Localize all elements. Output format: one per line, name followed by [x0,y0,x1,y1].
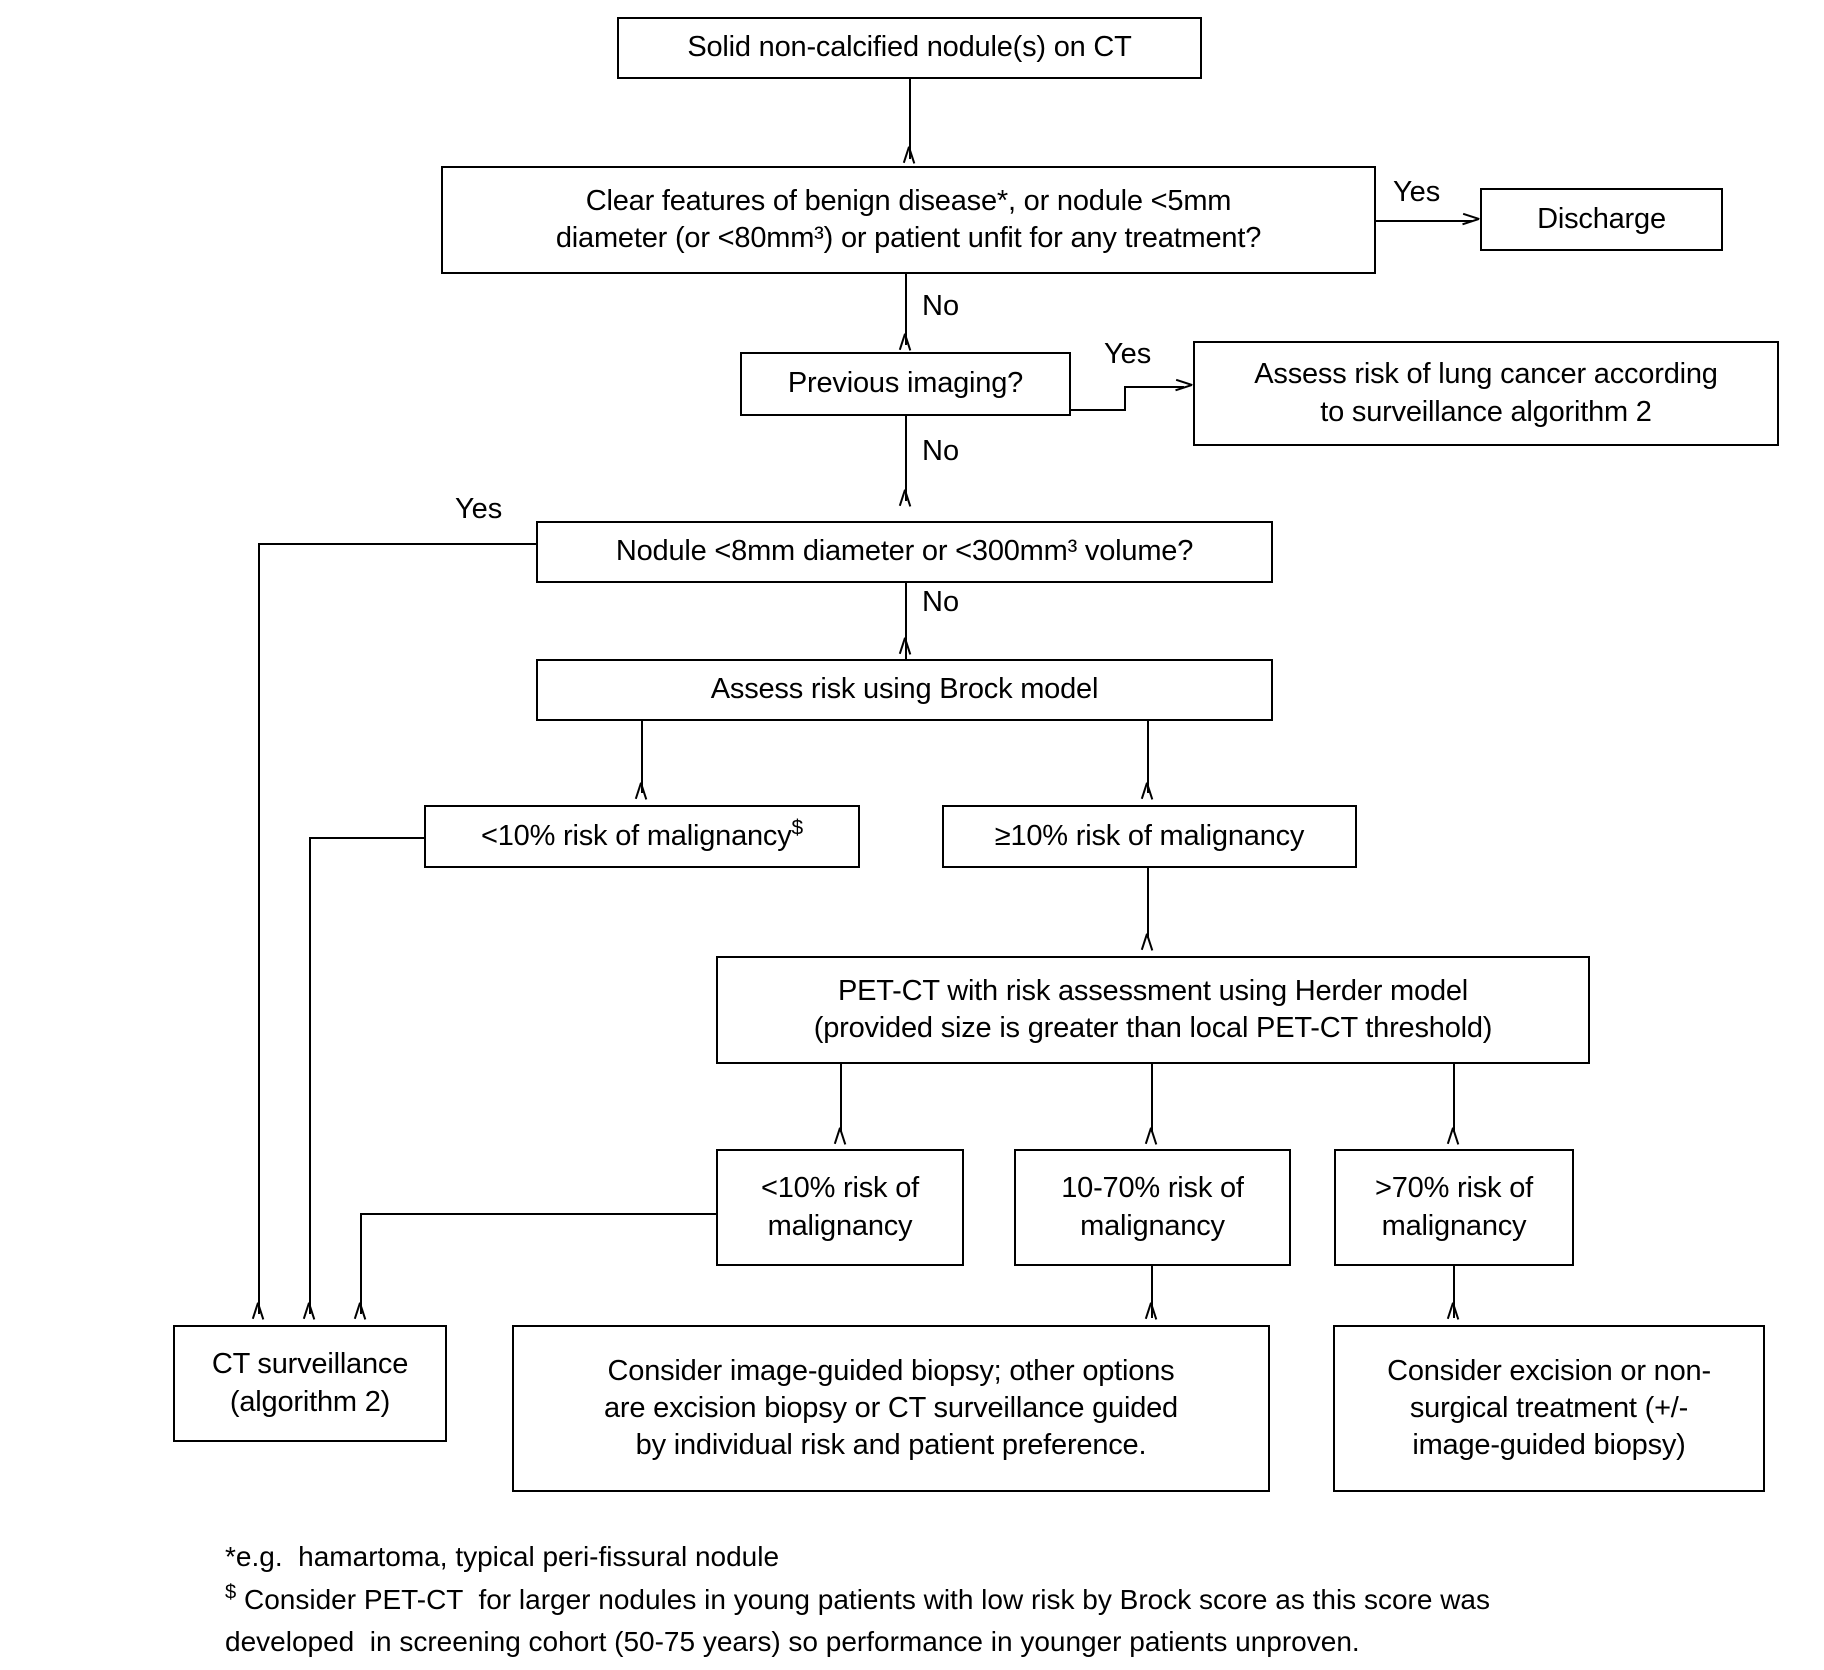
node-ct-surveillance[interactable]: CT surveillance (algorithm 2) [173,1325,447,1442]
node-previous-imaging-label: Previous imaging? [787,367,1024,400]
node-brock-high-risk[interactable]: ≥10% risk of malignancy [942,805,1357,868]
node-assess-algorithm2[interactable]: Assess risk of lung cancer according to … [1193,341,1779,446]
node-discharge[interactable]: Discharge [1480,188,1723,251]
node-herder-low[interactable]: <10% risk of malignancy [716,1149,964,1266]
edge-label-size-yes: Yes [455,493,503,525]
edge-imaging-to-algorithm2-v [1124,386,1126,411]
node-brock-low-risk[interactable]: <10% risk of malignancy$ [424,805,860,868]
edge-petct-to-herder-low [840,1064,842,1132]
node-consider-excision[interactable]: Consider excision or non- surgical treat… [1333,1325,1765,1492]
edge-benign-to-discharge [1376,220,1472,222]
edge-label-imaging-yes: Yes [1104,338,1152,370]
edge-size-to-brock [905,583,907,668]
node-consider-excision-label: Consider excision or non- surgical treat… [1387,1354,1711,1462]
node-start-label: Solid non-calcified nodule(s) on CT [687,31,1132,64]
edge-label-imaging-no: No [922,435,960,467]
node-herder-low-label: <10% risk of malignancy [761,1172,919,1242]
node-herder-mid-label: 10-70% risk of malignancy [1061,1172,1244,1242]
footnote-dollar-marker: $ [225,1581,237,1604]
edge-size-yes-v [258,543,260,1314]
edge-brock-to-high [1147,721,1149,793]
node-brock-low-risk-label: <10% risk of malignancy$ [481,816,804,852]
edge-imaging-to-algorithm2-h2 [1124,386,1184,388]
edge-label-size-no: No [922,586,960,618]
node-benign-check[interactable]: Clear features of benign disease*, or no… [441,166,1376,274]
edge-brocklow-to-ct-v [309,837,311,1314]
footnote-dollar: $ Consider PET-CT for larger nodules in … [225,1579,1675,1622]
node-ct-surveillance-label: CT surveillance (algorithm 2) [211,1348,409,1418]
footnote-dollar-cont: developed in screening cohort (50-75 yea… [225,1626,1360,1658]
edge-imaging-to-size [905,416,907,501]
node-brock-high-risk-label: ≥10% risk of malignancy [994,819,1305,852]
edge-herderlow-to-ct-v [360,1213,362,1314]
footnotes-block: *e.g. hamartoma, typical peri-fissural n… [225,1536,1675,1664]
node-benign-check-label: Clear features of benign disease*, or no… [555,184,1262,254]
edge-start-to-benign [909,79,911,159]
footnote-marker-dollar: $ [791,816,804,840]
edge-herdermid-to-biopsy [1151,1266,1153,1318]
node-nodule-size-label: Nodule <8mm diameter or <300mm³ volume? [615,535,1194,568]
node-consider-biopsy-label: Consider image-guided biopsy; other opti… [604,1354,1178,1462]
node-herder-high-label: >70% risk of malignancy [1375,1172,1533,1242]
edge-brock-to-low [641,721,643,793]
node-herder-high[interactable]: >70% risk of malignancy [1334,1149,1574,1266]
edge-herderlow-to-ct-h [360,1213,718,1215]
edge-petct-to-herder-mid [1151,1064,1153,1132]
footnote-asterisk: *e.g. hamartoma, typical peri-fissural n… [225,1541,780,1572]
node-consider-biopsy[interactable]: Consider image-guided biopsy; other opti… [512,1325,1270,1492]
node-previous-imaging[interactable]: Previous imaging? [740,352,1071,416]
node-petct-herder[interactable]: PET-CT with risk assessment using Herder… [716,956,1590,1064]
node-herder-mid[interactable]: 10-70% risk of malignancy [1014,1149,1291,1266]
node-brock-model-label: Assess risk using Brock model [710,673,1099,706]
edge-benign-to-imaging [905,274,907,345]
node-start[interactable]: Solid non-calcified nodule(s) on CT [617,17,1202,79]
node-assess-algorithm2-label: Assess risk of lung cancer according to … [1254,358,1718,428]
edge-petct-to-herder-high [1453,1064,1455,1132]
node-petct-herder-label: PET-CT with risk assessment using Herder… [813,974,1493,1044]
footnote-dollar-text: Consider PET-CT for larger nodules in yo… [236,1583,1490,1615]
edge-label-benign-no: No [922,290,960,322]
node-discharge-label: Discharge [1537,202,1666,235]
node-brock-model[interactable]: Assess risk using Brock model [536,659,1273,721]
edge-size-yes-h [258,543,538,545]
edge-herderhigh-to-excision [1453,1266,1455,1318]
edge-brockhigh-to-petct [1147,868,1149,938]
edge-label-benign-yes: Yes [1393,176,1441,208]
edge-imaging-to-algorithm2-h [1071,409,1126,411]
edge-brocklow-to-ct-h [309,837,425,839]
node-nodule-size[interactable]: Nodule <8mm diameter or <300mm³ volume? [536,521,1273,583]
